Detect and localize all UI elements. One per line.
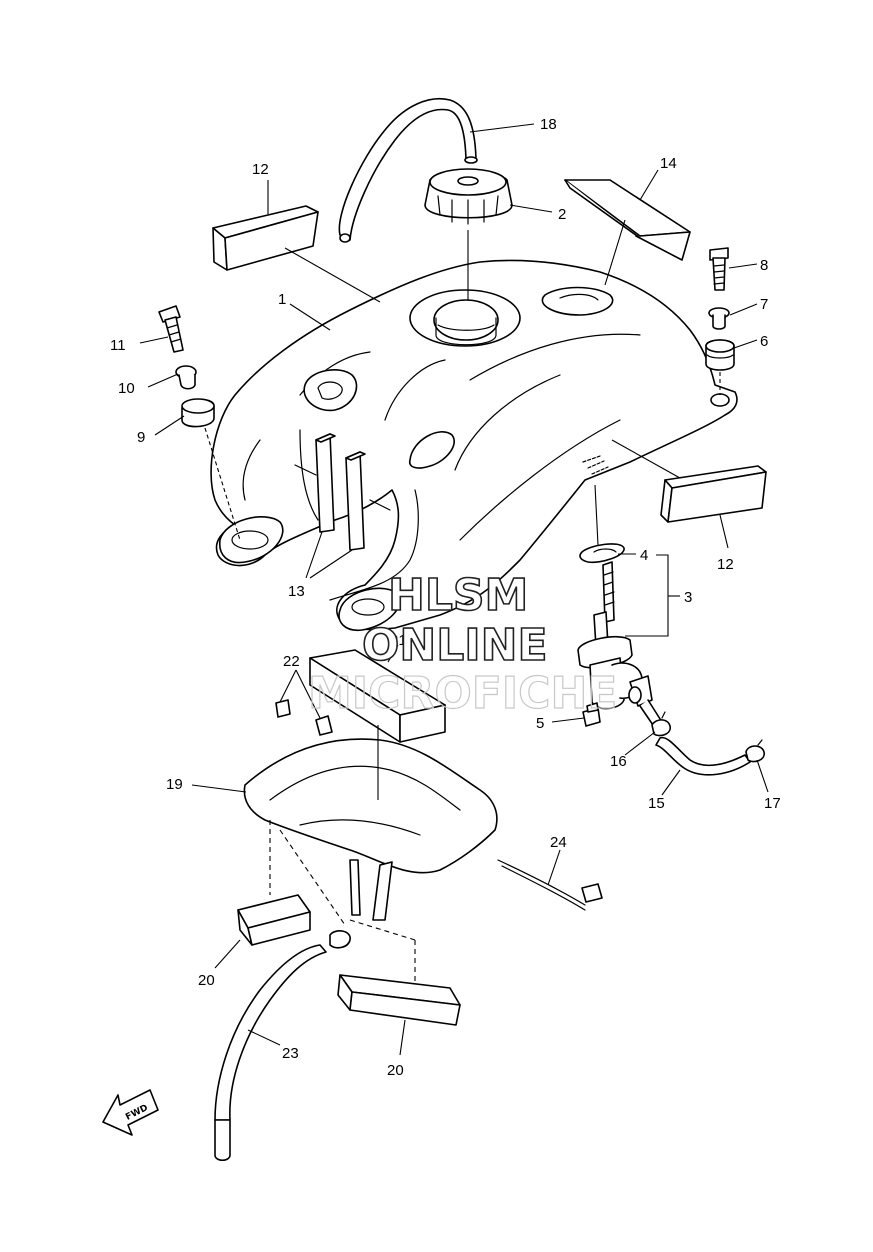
callout-16: 16	[610, 753, 627, 770]
watermark-line-1: HLSM	[388, 570, 528, 621]
fuel-cap	[424, 168, 513, 300]
callout-12-top: 12	[252, 161, 269, 178]
callout-17: 17	[764, 795, 781, 812]
callout-1: 1	[278, 291, 286, 308]
label-sticker-right	[660, 465, 767, 523]
damper-9	[181, 398, 241, 541]
callout-4: 4	[640, 547, 648, 564]
watermark-line-3: MICROFICHE	[308, 668, 617, 719]
fuel-hose-15	[655, 736, 751, 776]
leader-lines	[139, 123, 769, 1056]
callout-21: 21	[390, 632, 407, 649]
bolt-11	[158, 305, 184, 353]
drain-hose-23	[214, 930, 351, 1162]
pad-20-left	[237, 894, 311, 946]
label-sticker-left	[212, 205, 319, 271]
fuel-cock	[577, 484, 663, 729]
band-clips	[275, 699, 333, 736]
callout-24: 24	[550, 834, 567, 851]
damper-pads	[294, 433, 391, 551]
callout-20-right: 20	[387, 1062, 404, 1079]
callout-9: 9	[137, 429, 145, 446]
fwd-arrow: FWD	[102, 1089, 159, 1136]
callout-8: 8	[760, 257, 768, 274]
tank-cover-seat-bracket	[243, 738, 498, 921]
callout-14: 14	[660, 155, 677, 172]
damper-6	[705, 339, 735, 395]
callout-20-left: 20	[198, 972, 215, 989]
callout-13: 13	[288, 583, 305, 600]
callout-10: 10	[118, 380, 135, 397]
pad-20-right	[337, 974, 461, 1026]
callout-12-right: 12	[717, 556, 734, 573]
callout-6: 6	[760, 333, 768, 350]
callout-15: 15	[648, 795, 665, 812]
hose-clamp-16	[651, 711, 671, 737]
callout-11: 11	[110, 337, 126, 354]
breather-hose	[338, 98, 478, 243]
callout-7: 7	[760, 296, 768, 313]
callout-18: 18	[540, 116, 557, 133]
wire-24	[497, 859, 603, 911]
collar-10	[175, 365, 197, 390]
callout-2: 2	[558, 206, 566, 223]
callout-3: 3	[684, 589, 692, 606]
callout-5: 5	[536, 715, 544, 732]
callout-22: 22	[283, 653, 300, 670]
watermark-line-2: ONLINE	[362, 620, 548, 671]
hose-clamp-17	[745, 739, 765, 763]
callout-19: 19	[166, 776, 183, 793]
watermark: HLSM ONLINE MICROFICHE	[307, 569, 618, 719]
tank-bracket-cover	[564, 179, 691, 261]
fuel-tank	[210, 259, 738, 632]
collar-7	[708, 307, 730, 330]
callout-numbers: 18 2 12 14 8 7 6 1 11 10 9 12 13 4 3 5 1…	[110, 116, 781, 1079]
pad-21	[309, 649, 446, 800]
callout-23: 23	[282, 1045, 299, 1062]
bolt-8	[709, 247, 729, 291]
